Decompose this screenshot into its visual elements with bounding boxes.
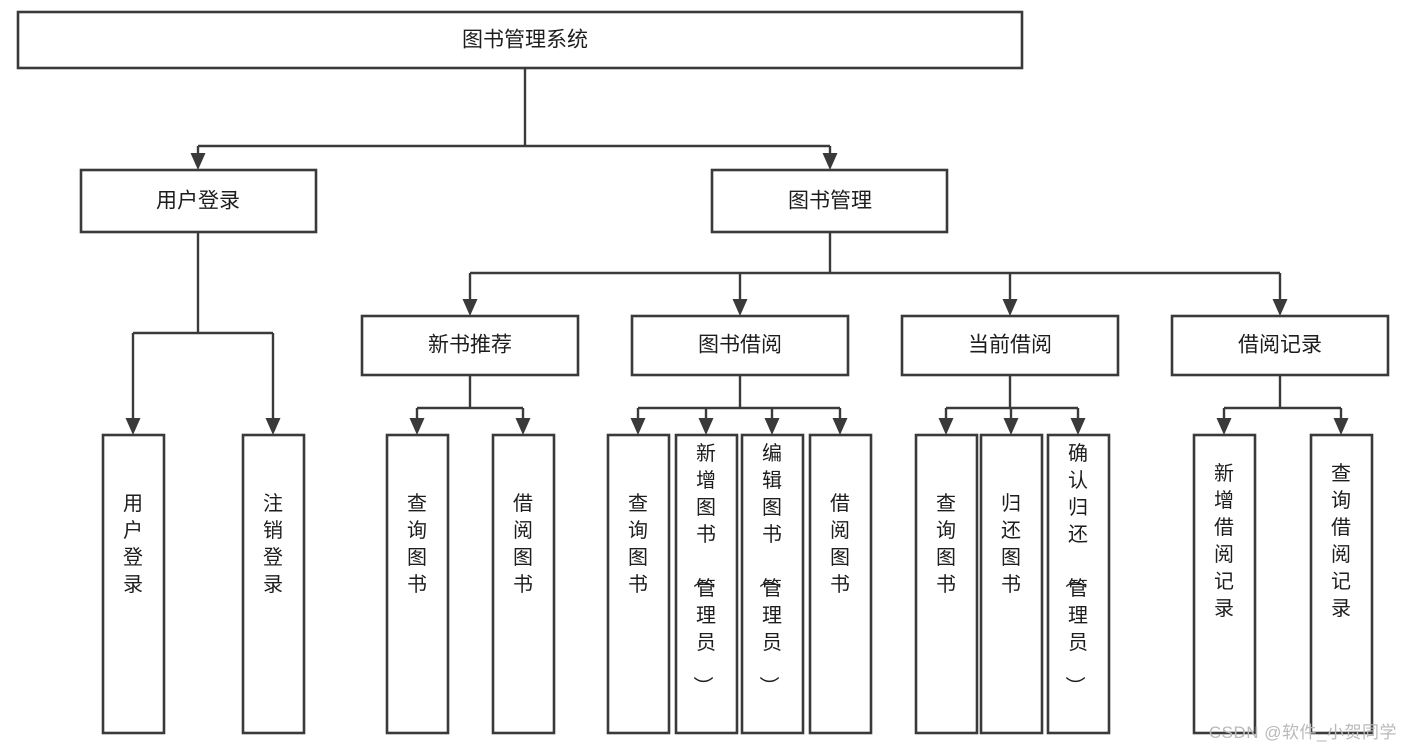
leaf-book-borrow-4[interactable]: 借阅图书 [808,433,873,735]
leaf-box [1309,433,1374,735]
leaf-box [491,433,556,735]
arrow-icon [938,418,954,435]
leaf-box [241,433,306,735]
leaf-borrow-record-1[interactable]: 新增借阅记录 [1192,433,1257,735]
leaf-box [808,433,873,735]
leaf-label: 确认归还（管理员） [1063,442,1088,696]
csdn-watermark: CSDN @软件_小贺同学 [1208,723,1397,742]
node-book-borrow-label: 图书借阅 [698,334,782,357]
arrow-icon [125,418,141,435]
arrow-icon [190,153,206,170]
node-root-system[interactable]: 图书管理系统 [16,10,1024,70]
node-book-management-box [710,168,949,234]
node-current-borrow-box [900,314,1120,377]
node-current-borrow[interactable]: 当前借阅 [900,314,1120,377]
leaf-book-borrow-2[interactable]: 新增图书（管理员） [674,433,739,735]
arrow-icon [515,418,531,435]
arrow-icon [822,153,838,170]
node-user-login-label: 用户登录 [156,190,240,213]
arrow-icon [698,418,714,435]
node-borrow-record-box [1170,314,1390,377]
node-new-book-recommend-box [360,314,580,377]
leaf-box [740,433,805,735]
arrow-icon [1216,418,1232,435]
leaf-box [385,433,450,735]
node-book-management-label: 图书管理 [788,190,872,213]
leaf-book-borrow-3[interactable]: 编辑图书（管理员） [740,433,805,735]
leaf-recommend-1[interactable]: 查询图书 [385,433,450,735]
leaf-box [914,433,979,735]
arrow-icon [732,299,748,316]
arrow-icon [265,418,281,435]
leaf-current-borrow-3[interactable]: 确认归还（管理员） [1046,433,1111,735]
arrow-icon [1002,299,1018,316]
node-new-book-recommend-label: 新书推荐 [428,334,512,357]
node-user-login-box [79,168,318,234]
node-user-login[interactable]: 用户登录 [79,168,318,234]
arrow-icon [1272,299,1288,316]
leaf-label: 查询借阅记录 [1331,462,1351,620]
node-root-box [16,10,1024,70]
leaf-label: 新增图书（管理员） [691,442,716,696]
arrow-icon [832,418,848,435]
node-current-borrow-label: 当前借阅 [968,334,1052,357]
leaf-user-login-1[interactable]: 用户登录 [101,433,166,735]
leaf-label: 借阅图书 [513,492,533,596]
leaf-borrow-record-2[interactable]: 查询借阅记录 [1309,433,1374,735]
leaf-box [606,433,671,735]
leaf-box [1192,433,1257,735]
node-root-label: 图书管理系统 [462,29,588,52]
arrow-icon [1333,418,1349,435]
leaf-recommend-2[interactable]: 借阅图书 [491,433,556,735]
leaf-box [979,433,1044,735]
leaf-label: 用户登录 [123,493,143,596]
arrow-icon [409,418,425,435]
node-book-management[interactable]: 图书管理 [710,168,949,234]
leaf-label: 注销登录 [263,492,283,596]
leaf-user-login-2[interactable]: 注销登录 [241,433,306,735]
leaf-label: 查询图书 [407,492,427,596]
leaf-label: 编辑图书（管理员） [757,442,782,696]
arrow-icon [1070,418,1086,435]
leaf-label: 查询图书 [628,492,648,596]
node-borrow-record-label: 借阅记录 [1238,334,1322,357]
leaf-label: 查询图书 [936,492,956,596]
node-new-book-recommend[interactable]: 新书推荐 [360,314,580,377]
node-borrow-record[interactable]: 借阅记录 [1170,314,1390,377]
leaf-current-borrow-1[interactable]: 查询图书 [914,433,979,735]
leaf-box [1046,433,1111,735]
node-book-borrow[interactable]: 图书借阅 [630,314,850,377]
leaf-book-borrow-1[interactable]: 查询图书 [606,433,671,735]
leaf-label: 归还图书 [1001,492,1021,596]
leaf-box [101,433,166,735]
connector-layer [125,68,1349,435]
leaf-box [674,433,739,735]
leaf-label: 新增借阅记录 [1214,462,1234,620]
arrow-icon [462,299,478,316]
arrow-icon [764,418,780,435]
node-book-borrow-box [630,314,850,377]
leaf-current-borrow-2[interactable]: 归还图书 [979,433,1044,735]
arrow-icon [630,418,646,435]
arrow-icon [1003,418,1019,435]
leaf-label: 借阅图书 [830,492,850,596]
